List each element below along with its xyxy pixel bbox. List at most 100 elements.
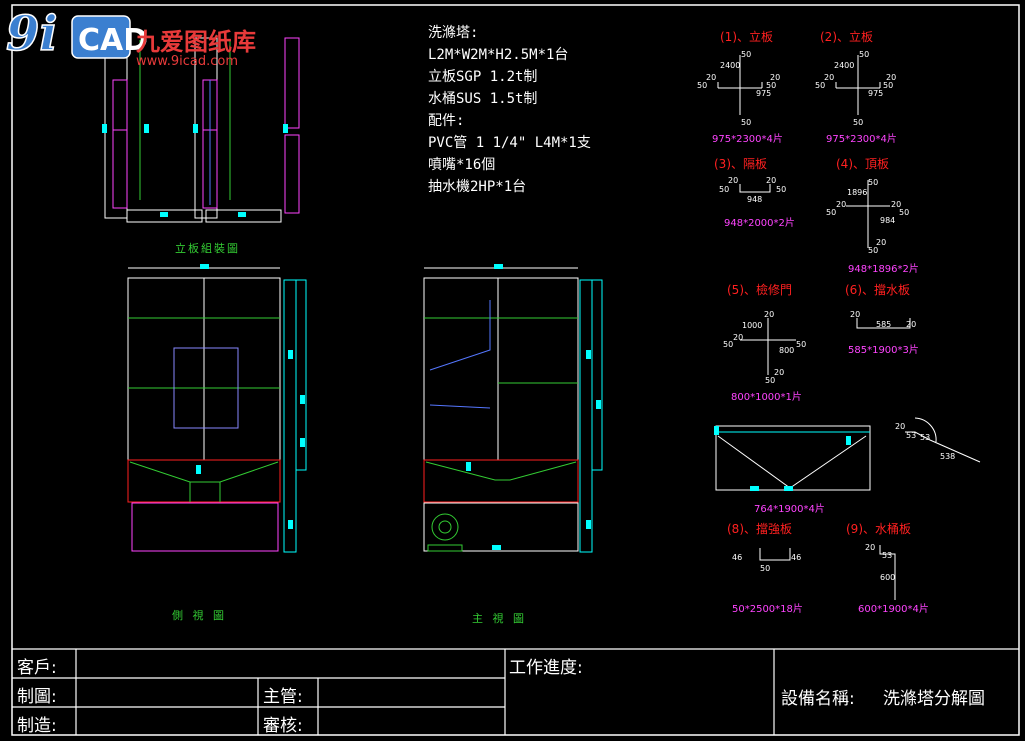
part-9-size: 600*1900*4片 xyxy=(858,604,929,615)
dim-label: 50 xyxy=(826,208,837,217)
dim-label: 1000 xyxy=(742,321,763,330)
dim-label: 2400 xyxy=(720,61,741,70)
brand-url: www.9icad.com xyxy=(136,54,238,69)
part-2-title: (2)、立板 xyxy=(820,30,873,44)
dim-label: 20 xyxy=(886,73,897,82)
spec-line: 噴嘴*16個 xyxy=(428,157,496,173)
part-profiles xyxy=(717,55,911,600)
spec-line: PVC管 1 1/4" L4M*1支 xyxy=(428,135,591,151)
dim-label: 1896 xyxy=(847,188,868,197)
part-8-size: 50*2500*18片 xyxy=(732,604,803,615)
dim-label: 50 xyxy=(853,118,864,127)
dim-label: 20 xyxy=(770,73,781,82)
dim-label: 20 xyxy=(733,333,744,342)
review-label: 審核: xyxy=(263,716,303,736)
dim-label: 20 xyxy=(774,368,785,377)
dim-label: 50 xyxy=(776,185,787,194)
dim-label: 50 xyxy=(741,118,752,127)
side-view-label: 側 視 圖 xyxy=(172,609,227,622)
dim-label: 20 xyxy=(728,176,739,185)
brand-name: 九爱图纸库 xyxy=(136,28,256,56)
dim-label: 20 xyxy=(891,200,902,209)
dim-label: 53 xyxy=(882,551,893,560)
dim-label: 50 xyxy=(868,178,879,187)
dim-label: 46 xyxy=(791,553,802,562)
dim-label: 2400 xyxy=(834,61,855,70)
dim-label: 948 xyxy=(747,195,763,204)
spec-line: 立板SGP 1.2t制 xyxy=(428,69,538,85)
dim-label: 20 xyxy=(865,543,876,552)
part-5-size: 800*1000*1片 xyxy=(731,392,802,403)
equipment-name: 洗滌塔分解圖 xyxy=(883,689,985,709)
svg-text:9i: 9i xyxy=(6,6,58,62)
front-view-label: 主 視 圖 xyxy=(472,612,527,625)
part-3-title: (3)、隔板 xyxy=(714,157,767,171)
dim-label: 20 xyxy=(836,200,847,209)
side-view xyxy=(127,267,307,553)
part-1-title: (1)、立板 xyxy=(720,30,773,44)
dim-label: 50 xyxy=(765,376,776,385)
dim-label: 984 xyxy=(880,216,896,225)
part-4-title: (4)、頂板 xyxy=(836,157,889,171)
assembly-view-label: 立板組裝圖 xyxy=(175,242,240,255)
dim-label: 20 xyxy=(706,73,717,82)
dimension-markers xyxy=(102,124,851,550)
dim-label: 600 xyxy=(880,573,896,582)
drawn-by-label: 制圖: xyxy=(17,687,57,707)
part-1-size: 975*2300*4片 xyxy=(712,134,783,145)
dim-label: 20 xyxy=(876,238,887,247)
part-4-size: 948*1896*2片 xyxy=(848,264,919,275)
spec-list: 洗滌塔: L2M*W2M*H2.5M*1台 立板SGP 1.2t制 水桶SUS … xyxy=(428,22,591,198)
dim-label: 50 xyxy=(697,81,708,90)
progress-label: 工作進度: xyxy=(509,658,583,678)
svg-text:CAD: CAD xyxy=(78,23,148,58)
dim-label: 20 xyxy=(850,310,861,319)
part-3-size: 948*2000*2片 xyxy=(724,218,795,229)
dim-label: 50 xyxy=(899,208,910,217)
customer-label: 客戶: xyxy=(17,658,57,678)
dim-label: 53 xyxy=(906,431,917,440)
made-by-label: 制造: xyxy=(17,716,57,736)
dim-label: 50 xyxy=(859,50,870,59)
dim-label: 50 xyxy=(760,564,771,573)
dim-label: 800 xyxy=(779,346,795,355)
9icad-logo-icon: 9i CAD xyxy=(5,5,148,63)
dim-label: 20 xyxy=(764,310,775,319)
spec-line: 水桶SUS 1.5t制 xyxy=(428,91,538,107)
spec-line: 配件: xyxy=(428,113,465,129)
dim-label: 50 xyxy=(883,81,894,90)
dim-label: 50 xyxy=(766,81,777,90)
part-6-title: (6)、擋水板 xyxy=(845,283,910,297)
dim-label: 53 xyxy=(920,433,931,442)
part-5-title: (5)、檢修門 xyxy=(727,283,792,297)
part-7-size: 764*1900*4片 xyxy=(754,504,825,515)
dim-label: 50 xyxy=(723,340,734,349)
spec-line: L2M*W2M*H2.5M*1台 xyxy=(428,47,569,63)
dim-label: 538 xyxy=(940,452,956,461)
part-9-title: (9)、水桶板 xyxy=(846,522,911,536)
dim-label: 975 xyxy=(868,89,884,98)
part-8-title: (8)、擋強板 xyxy=(727,522,792,536)
dim-label: 50 xyxy=(741,50,752,59)
dim-label: 46 xyxy=(732,553,743,562)
part-2-size: 975*2300*4片 xyxy=(826,134,897,145)
dim-label: 20 xyxy=(766,176,777,185)
brand-logo: 9i CAD 九爱图纸库 www.9icad.com xyxy=(2,2,302,84)
spec-line: 洗滌塔: xyxy=(428,25,479,41)
part-6-size: 585*1900*3片 xyxy=(848,345,919,356)
dim-label: 50 xyxy=(796,340,807,349)
dim-label: 975 xyxy=(756,89,772,98)
dim-label: 50 xyxy=(719,185,730,194)
trough-section xyxy=(715,417,981,491)
dim-label: 585 xyxy=(876,320,892,329)
spec-line: 抽水機2HP*1台 xyxy=(428,179,527,195)
dim-label: 20 xyxy=(824,73,835,82)
drawing-frame xyxy=(11,4,1020,736)
title-block-lines xyxy=(12,648,1019,735)
equipment-label: 設備名稱: xyxy=(781,689,855,709)
dim-label: 50 xyxy=(815,81,826,90)
dim-label: 50 xyxy=(868,246,879,255)
supervisor-label: 主管: xyxy=(263,687,303,707)
front-view xyxy=(423,267,603,553)
